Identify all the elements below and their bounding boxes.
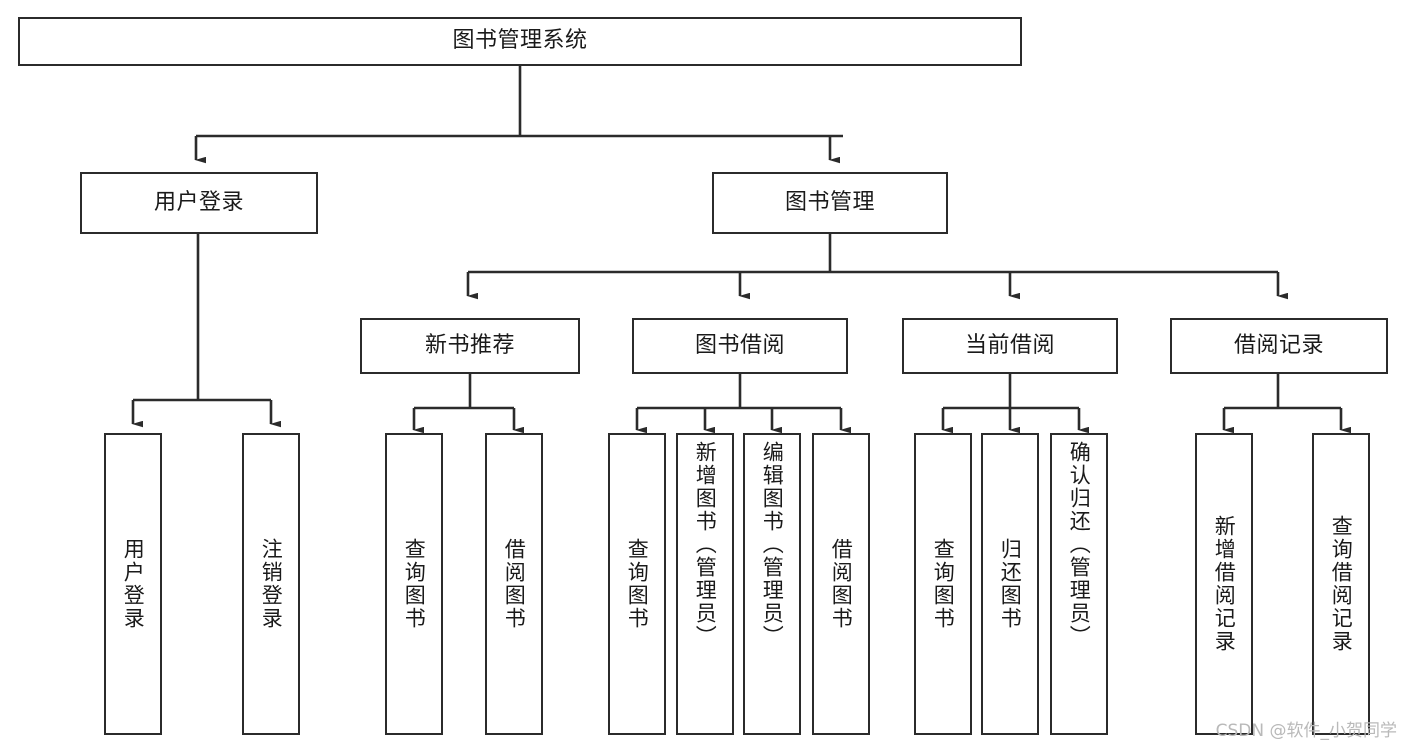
node-label: 图书借阅 xyxy=(694,332,785,358)
node-root-book-management-system[interactable]: 图书管理系统 xyxy=(18,17,1022,66)
node-label: 图书管理 xyxy=(784,189,875,215)
node-label: 借阅图书 xyxy=(502,538,527,630)
node-label: 编辑图书（管理员） xyxy=(760,441,785,648)
node-leaf-query-borrow-record[interactable]: 查询借阅记录 xyxy=(1312,433,1370,735)
node-leaf-query-book-recommend[interactable]: 查询图书 xyxy=(385,433,443,735)
node-label: 查询图书 xyxy=(402,538,427,630)
node-label: 用户登录 xyxy=(153,189,244,215)
node-leaf-query-book-borrow[interactable]: 查询图书 xyxy=(608,433,666,735)
node-leaf-return-book[interactable]: 归还图书 xyxy=(981,433,1039,735)
node-user-login[interactable]: 用户登录 xyxy=(80,172,318,234)
node-label: 归还图书 xyxy=(998,538,1023,630)
node-label: 注销登录 xyxy=(259,538,284,630)
node-label: 查询图书 xyxy=(625,538,650,630)
node-label: 借阅图书 xyxy=(829,538,854,630)
node-leaf-edit-book-admin[interactable]: 编辑图书（管理员） xyxy=(743,433,801,735)
node-label: 新增图书（管理员） xyxy=(693,441,718,648)
node-book-management[interactable]: 图书管理 xyxy=(712,172,948,234)
node-label: 新书推荐 xyxy=(424,332,515,358)
node-label: 用户登录 xyxy=(121,538,146,630)
node-leaf-borrow-book-recommend[interactable]: 借阅图书 xyxy=(485,433,543,735)
node-book-borrow[interactable]: 图书借阅 xyxy=(632,318,848,374)
node-leaf-confirm-return-admin[interactable]: 确认归还（管理员） xyxy=(1050,433,1108,735)
watermark-text: CSDN @软件_小贺同学 xyxy=(1215,721,1397,741)
node-leaf-query-book-current[interactable]: 查询图书 xyxy=(914,433,972,735)
node-leaf-borrow-book[interactable]: 借阅图书 xyxy=(812,433,870,735)
node-label: 借阅记录 xyxy=(1233,332,1324,358)
node-label: 当前借阅 xyxy=(964,332,1055,358)
node-label: 图书管理系统 xyxy=(452,28,588,54)
node-new-book-recommend[interactable]: 新书推荐 xyxy=(360,318,580,374)
node-label: 新增借阅记录 xyxy=(1212,515,1237,653)
node-leaf-user-login[interactable]: 用户登录 xyxy=(104,433,162,735)
node-label: 查询图书 xyxy=(931,538,956,630)
node-label: 查询借阅记录 xyxy=(1329,515,1354,653)
node-leaf-logout[interactable]: 注销登录 xyxy=(242,433,300,735)
node-borrow-record[interactable]: 借阅记录 xyxy=(1170,318,1388,374)
node-leaf-add-borrow-record[interactable]: 新增借阅记录 xyxy=(1195,433,1253,735)
node-current-borrow[interactable]: 当前借阅 xyxy=(902,318,1118,374)
node-leaf-add-book-admin[interactable]: 新增图书（管理员） xyxy=(676,433,734,735)
node-label: 确认归还（管理员） xyxy=(1067,441,1092,648)
